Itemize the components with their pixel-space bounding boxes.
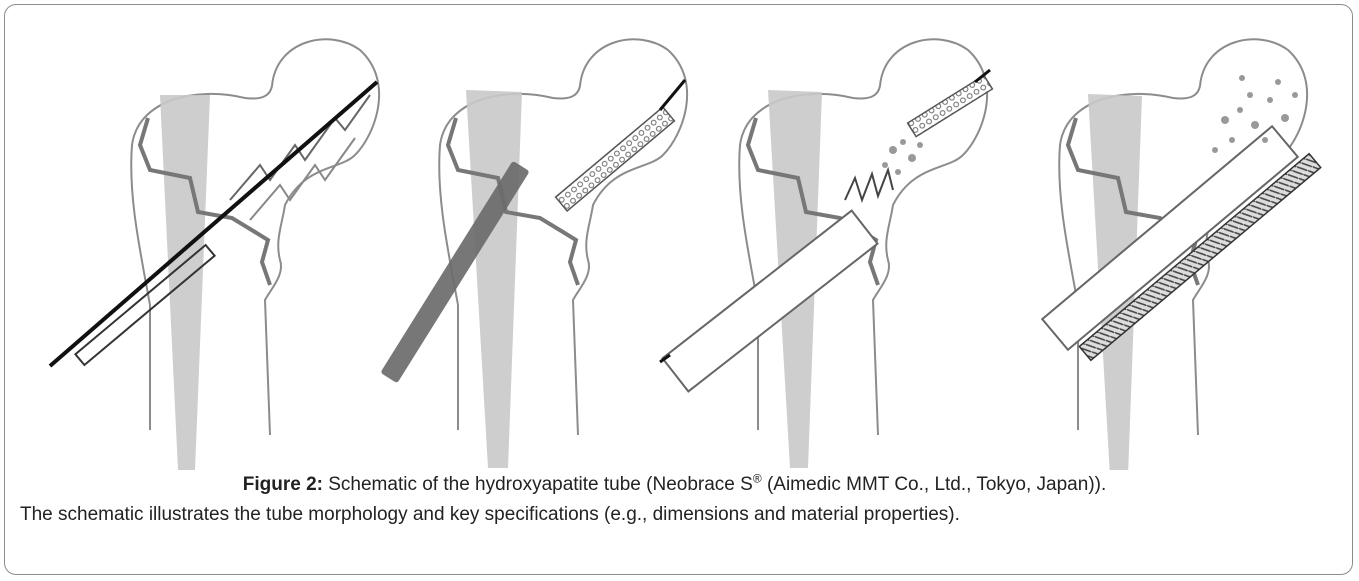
cortical-bone-band (160, 95, 210, 470)
threaded-tip (845, 170, 893, 200)
panel-1 (50, 39, 379, 470)
outer-tube (663, 211, 878, 392)
panel-2 (380, 39, 687, 468)
guide-wire (50, 82, 377, 366)
figure-caption: Figure 2: Schematic of the hydroxyapatit… (0, 470, 1359, 530)
guide-wire (660, 80, 685, 110)
femur-schematic-figure (0, 0, 1359, 470)
caption-text: Schematic of the hydroxyapatite tube (Ne… (323, 474, 753, 495)
registered-mark: ® (753, 472, 762, 486)
cortical-bone-band (466, 90, 522, 468)
caption-description: The schematic illustrates the tube morph… (0, 500, 1359, 530)
caption-text-end: (Aimedic MMT Co., Ltd., Tokyo, Japan)). (762, 474, 1107, 495)
drill-bit (230, 95, 370, 220)
panel-3 (660, 39, 992, 468)
caption-title-line: Figure 2: Schematic of the hydroxyapatit… (0, 470, 1359, 500)
figure-label: Figure 2: (243, 474, 323, 495)
panel-4 (1042, 39, 1320, 470)
outer-tube (1042, 126, 1298, 349)
